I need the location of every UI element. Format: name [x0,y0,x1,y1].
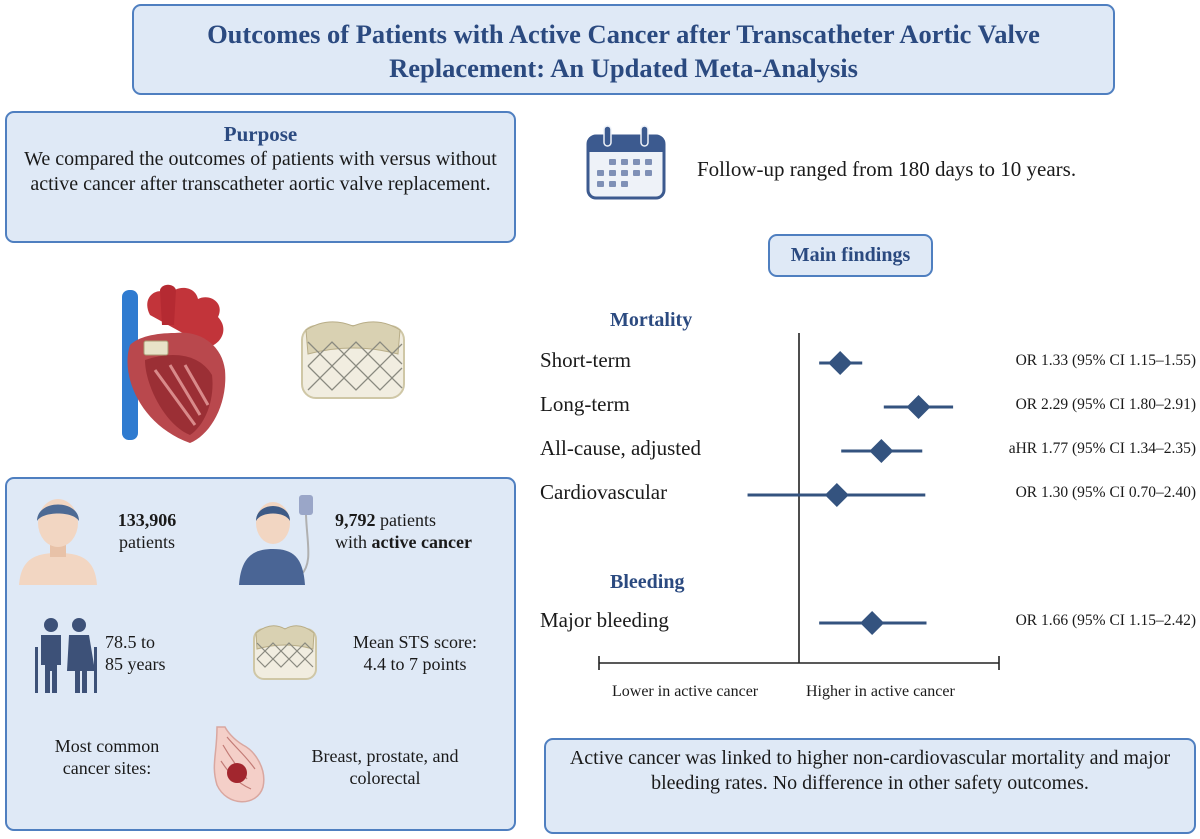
row-value-cardiovascular: OR 1.30 (95% CI 0.70–2.40) [1015,484,1196,501]
cancer-patient-icon [239,495,313,585]
section-heading-mortality: Mortality [610,309,693,331]
purpose-box: Purpose We compared the outcomes of pati… [5,111,516,243]
forest-plot-svg [598,333,1000,670]
row-label-short-term: Short-term [540,348,631,372]
cancer-patients-stat: 9,792 patients with active cancer [335,509,495,553]
stats-box: 133,906 patients 9,792 patients with act… [5,477,516,831]
cancer-sites-label: Most common cancer sites: [27,735,187,779]
sts-line-1: Mean STS score: [353,632,477,652]
calendar-icon [586,125,666,200]
point-estimate-cardiovascular [824,483,849,507]
cancer-patients-number: 9,792 [335,510,376,530]
patients-stat: 133,906 patients [102,509,192,553]
row-value-major-bleeding: OR 1.66 (95% CI 1.15–2.42) [1015,612,1196,629]
point-estimate-major-bleeding [860,611,885,635]
row-value-long-term: OR 2.29 (95% CI 1.80–2.91) [1015,396,1196,413]
breast-anatomy-icon [213,726,265,803]
purpose-heading: Purpose [223,122,298,146]
title-box: Outcomes of Patients with Active Cancer … [132,4,1115,95]
section-heading-bleeding: Bleeding [610,571,685,593]
purpose-text: We compared the outcomes of patients wit… [24,148,497,195]
sts-valve-icon [253,625,317,680]
cancer-patients-bold: active cancer [371,532,472,552]
sts-line-2: 4.4 to 7 points [363,654,467,674]
cancer-sites-label-1: Most common [54,736,160,756]
patients-label: patients [119,532,175,552]
patients-number: 133,906 [117,510,177,530]
title-line-2: Replacement: An Updated Meta-Analysis [389,53,858,83]
sts-stat: Mean STS score: 4.4 to 7 points [325,631,505,675]
point-estimate-all-cause-adjusted [869,439,894,463]
cancer-sites-label-2: cancer sites: [62,758,152,778]
age-line-1: 78.5 to [105,632,156,652]
heart-illustration [122,284,226,443]
followup-text: Follow-up ranged from 180 days to 10 yea… [697,157,1077,181]
main-findings-label: Main findings [768,234,933,277]
cancer-patients-with: with [335,532,368,552]
cancer-sites-value: Breast, prostate, and colorectal [275,745,495,789]
elderly-couple-icon [35,618,97,693]
conclusion-text: Active cancer was linked to higher non-c… [569,747,1171,794]
cancer-sites-value-1: Breast, prostate, and [311,746,459,766]
age-line-2: 85 years [105,654,166,674]
valve-illustration [301,321,405,399]
row-value-short-term: OR 1.33 (95% CI 1.15–1.55) [1015,352,1196,369]
age-stat: 78.5 to 85 years [105,631,185,675]
row-value-all-cause-adjusted: aHR 1.77 (95% CI 1.34–2.35) [1008,440,1196,457]
row-label-major-bleeding: Major bleeding [540,608,669,632]
x-axis-label-right: Higher in active cancer [806,683,955,700]
row-label-long-term: Long-term [540,392,630,416]
conclusion-box: Active cancer was linked to higher non-c… [544,738,1196,834]
x-axis-label-left: Lower in active cancer [612,683,759,700]
patient-icon [19,499,97,585]
point-estimate-short-term [828,351,853,375]
row-label-all-cause-adjusted: All-cause, adjusted [540,436,701,460]
title-line-1: Outcomes of Patients with Active Cancer … [207,19,1040,49]
point-estimate-long-term [906,395,931,419]
cancer-sites-value-2: colorectal [349,768,421,788]
row-label-cardiovascular: Cardiovascular [540,480,668,504]
cancer-patients-label: patients [380,510,436,530]
